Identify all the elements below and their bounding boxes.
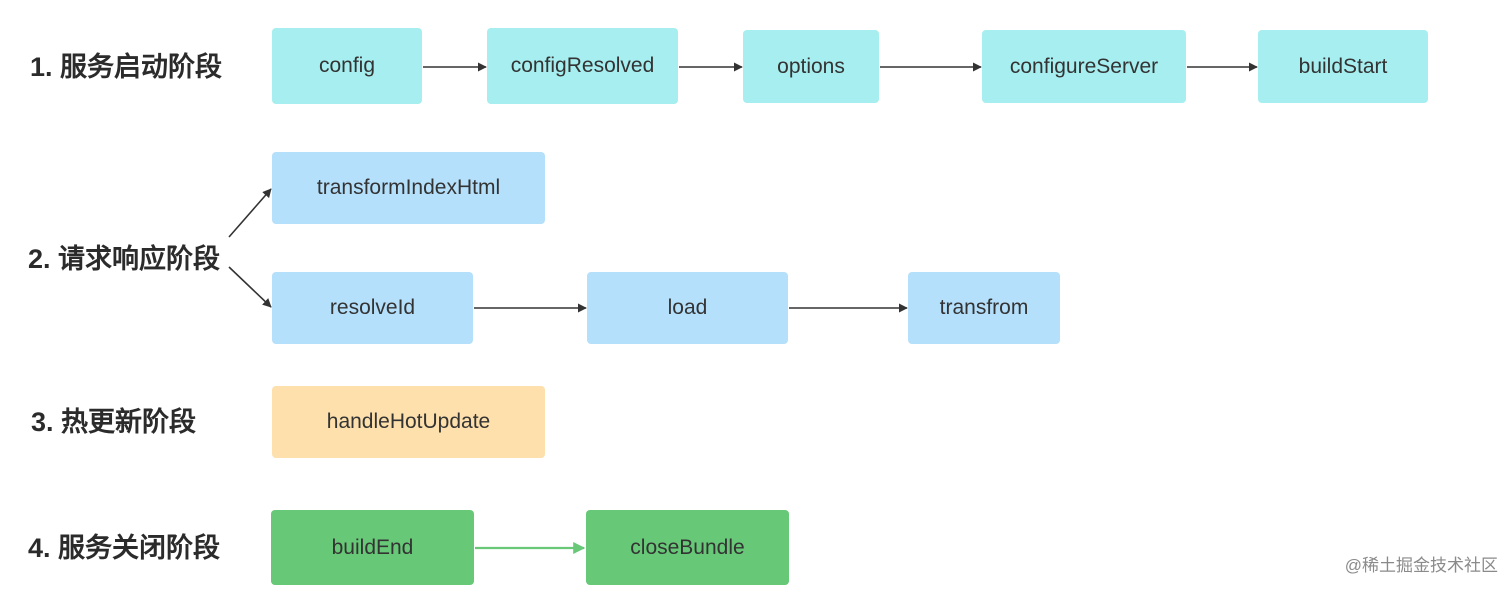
arrow-stage2-to-resolveid bbox=[228, 266, 272, 308]
node-buildend: buildEnd bbox=[271, 510, 474, 585]
node-load: load bbox=[587, 272, 788, 344]
node-transformindexhtml: transformIndexHtml bbox=[272, 152, 545, 224]
stage-label-hot-update: 3. 热更新阶段 bbox=[31, 407, 197, 437]
stage-label-request: 2. 请求响应阶段 bbox=[28, 244, 221, 274]
node-handlehotupdate: handleHotUpdate bbox=[272, 386, 545, 458]
stage-label-shutdown: 4. 服务关闭阶段 bbox=[28, 533, 221, 563]
node-config: config bbox=[272, 28, 422, 104]
stage-label-startup: 1. 服务启动阶段 bbox=[30, 52, 223, 82]
node-resolveid: resolveId bbox=[272, 272, 473, 344]
node-configresolved: configResolved bbox=[487, 28, 678, 104]
node-closebundle: closeBundle bbox=[586, 510, 789, 585]
arrow-stage2-to-transformindexhtml bbox=[228, 188, 272, 238]
node-options: options bbox=[743, 30, 879, 103]
node-buildstart: buildStart bbox=[1258, 30, 1428, 103]
node-configureserver: configureServer bbox=[982, 30, 1186, 103]
watermark: @稀土掘金技术社区 bbox=[1344, 556, 1498, 575]
node-transfrom: transfrom bbox=[908, 272, 1060, 344]
